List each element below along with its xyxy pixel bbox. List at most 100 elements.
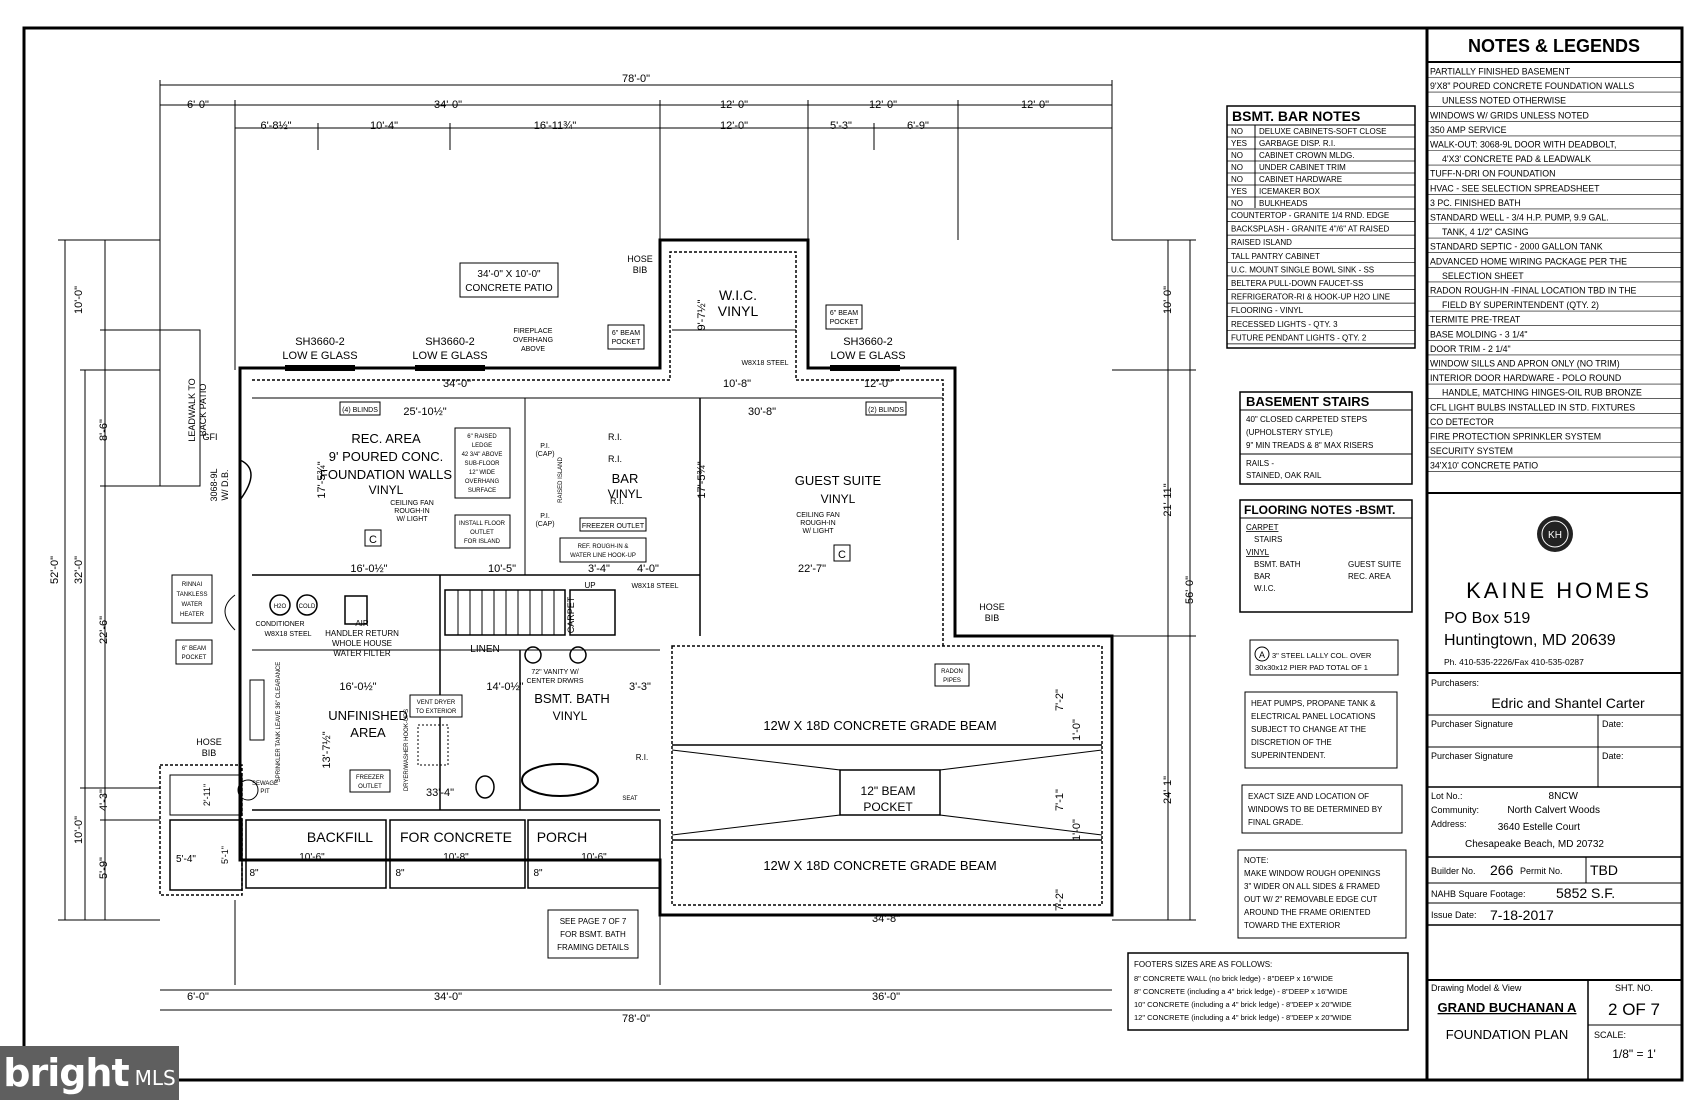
legend-item: 4'X3' CONCRETE PAD & LEADWALK xyxy=(1442,154,1591,164)
community-label: Community: xyxy=(1431,805,1479,815)
guest-suite-title: GUEST SUITE xyxy=(795,473,882,488)
unfinished-1: UNFINISHED xyxy=(328,708,407,723)
dim-int-12: 12'-0" xyxy=(864,378,892,390)
fireplace-3: ABOVE xyxy=(521,346,545,353)
rinnai-1: RINNAI xyxy=(182,582,203,588)
bar-note-item: DELUXE CABINETS-SOFT CLOSE xyxy=(1259,127,1386,136)
hose-bib-left-1: HOSE xyxy=(196,737,222,747)
bar-note-flag: YES xyxy=(1231,187,1247,196)
dim-int-17a: 17'-5¾" xyxy=(316,461,328,498)
sewage-1: SEWAGE xyxy=(252,781,278,787)
dim-int-3-4: 3'-4" xyxy=(588,563,610,575)
vent-dryer-2: TO EXTERIOR xyxy=(416,709,457,715)
legend-item: BASE MOLDING - 3 1/4" xyxy=(1430,329,1527,339)
company-address2: Huntingtown, MD 20639 xyxy=(1444,632,1616,649)
flooring-stairs: STAIRS xyxy=(1254,535,1282,544)
ledge-1: 6" RAISED xyxy=(467,434,497,440)
legend-item: HVAC - SEE SELECTION SPREADSHEET xyxy=(1430,183,1600,193)
floor-outlet-2: OUTLET xyxy=(470,530,494,536)
windows-3: FINAL GRADE. xyxy=(1248,818,1303,827)
see-page-3: FRAMING DETAILS xyxy=(557,943,629,952)
dim-int-33: 33'-4" xyxy=(426,787,454,799)
flooring-right-2: REC. AREA xyxy=(1348,572,1391,581)
grade-beam-top: 12W X 18D CONCRETE GRADE BEAM xyxy=(763,718,996,733)
fireplace-1: FIREPLACE xyxy=(514,328,553,335)
footers-note: FOOTERS SIZES ARE AS FOLLOWS: 8" CONCRET… xyxy=(1127,952,1409,1031)
notes-legends: NOTES & LEGENDS PARTIALLY FINISHED BASEM… xyxy=(1427,36,1682,494)
legend-item: 34'X10' CONCRETE PATIO xyxy=(1430,461,1538,471)
bar-note-line: BACKSPLASH - GRANITE 4"/6" AT RAISED xyxy=(1231,225,1390,234)
footers-2: 8" CONCRETE (including a 4" brick ledge)… xyxy=(1134,987,1348,996)
bar-note-line: COUNTERTOP - GRANITE 1/4 RND. EDGE xyxy=(1231,211,1389,220)
dim-left-small-1: 10'-0" xyxy=(73,286,85,314)
model-value: GRAND BUCHANAN A xyxy=(1438,1000,1578,1015)
floor-outlet-1: INSTALL FLOOR xyxy=(459,521,506,527)
legend-item: STANDARD WELL - 3/4 H.P. PUMP, 9.9 GAL. xyxy=(1430,213,1609,223)
model-label: Drawing Model & View xyxy=(1431,983,1522,993)
rough-1: NOTE: xyxy=(1244,856,1268,865)
fireplace-2: OVERHANG xyxy=(513,337,553,344)
linen-label: LINEN xyxy=(470,644,499,655)
sqft-value: 5852 S.F. xyxy=(1556,885,1615,901)
bar-vinyl: VINYL xyxy=(608,487,643,501)
bar-note-flag: YES xyxy=(1231,139,1247,148)
bright-mls-watermark: bright MLS xyxy=(0,1046,179,1100)
ref-rough-1: REF. ROUGH-IN & xyxy=(578,544,629,550)
patio-label: CONCRETE PATIO xyxy=(465,283,553,294)
seat-label: SEAT xyxy=(622,796,638,802)
sht-value: 2 OF 7 xyxy=(1608,1000,1660,1019)
dim-left-small-2: 8'-6" xyxy=(98,419,110,441)
legend-item: 9'X8" POURED CONCRETE FOUNDATION WALLS xyxy=(1430,81,1634,91)
whole-house-2: WATER FILTER xyxy=(333,649,390,658)
permit-label: Permit No. xyxy=(1520,866,1563,876)
flooring-left-2: BAR xyxy=(1254,572,1271,581)
hose-bib-right-1: HOSE xyxy=(979,602,1005,612)
footers-1: 8" CONCRETE WALL (no brick ledge) - 8"DE… xyxy=(1134,974,1333,983)
leadwalk-1: LEADWALK TO xyxy=(187,378,197,441)
hose-bib-right-2: BIB xyxy=(985,613,1000,623)
dim-top2-2: 10'-4" xyxy=(370,120,398,132)
stairs-up: UP xyxy=(584,581,595,590)
heat-3: SUBJECT TO CHANGE AT THE xyxy=(1251,725,1366,734)
dim-left-22: 22'-6" xyxy=(98,616,110,644)
legend-item: SECURITY SYSTEM xyxy=(1430,446,1513,456)
community-value: North Calvert Woods xyxy=(1507,805,1600,816)
window-left-code: SH3660-2 xyxy=(295,336,345,348)
freezer-outlet-bar: FREEZER OUTLET xyxy=(582,523,645,530)
dim-int-4: 4'-0" xyxy=(637,563,659,575)
flooring-title: FLOORING NOTES -BSMT. xyxy=(1244,503,1395,517)
watermark-suffix: MLS xyxy=(134,1066,176,1090)
rough-2: MAKE WINDOW ROUGH OPENINGS xyxy=(1244,869,1380,878)
dim-int-9-7: 9'-7½" xyxy=(696,299,708,330)
legend-item: 3 PC. FINISHED BATH xyxy=(1430,198,1521,208)
for-concrete-label: FOR CONCRETE xyxy=(400,829,512,845)
see-page-2: FOR BSMT. BATH xyxy=(560,930,626,939)
rough-4: OUT W/ 2" REMOVABLE EDGE CUT xyxy=(1244,895,1377,904)
sig-label-2: Purchaser Signature xyxy=(1431,751,1513,761)
legend-item: ADVANCED HOME WIRING PACKAGE PER THE xyxy=(1430,256,1627,266)
scale-value: 1/8" = 1' xyxy=(1612,1047,1656,1061)
dim-top2-5: 5'-3" xyxy=(830,120,852,132)
heat-4: DISCRETION OF THE xyxy=(1251,738,1332,747)
blinds-left: (4) BLINDS xyxy=(342,407,378,414)
heat-pump-note: HEAT PUMPS, PROPANE TANK & ELECTRICAL PA… xyxy=(1244,691,1398,769)
wic-label: W.I.C. xyxy=(719,287,757,303)
bar-note-flag: NO xyxy=(1231,127,1243,136)
builder-value: 266 xyxy=(1490,862,1514,878)
ri-a: R.I. xyxy=(608,432,622,442)
company-address1: PO Box 519 xyxy=(1444,610,1530,627)
dim-int-30: 30'-8" xyxy=(748,406,776,418)
porch-label: PORCH xyxy=(537,829,588,845)
air-handler-2: HANDLER RETURN xyxy=(325,629,399,638)
air-handler-1: AIR xyxy=(355,619,369,628)
stairs-title: BASEMENT STAIRS xyxy=(1246,394,1370,409)
permit-value: TBD xyxy=(1590,862,1618,878)
dryer-hookups: DRYER/WASHER HOOK-UPS xyxy=(404,709,410,791)
bar-note-item: BULKHEADS xyxy=(1259,199,1307,208)
lot-label: Lot No.: xyxy=(1431,791,1463,801)
rinnai-2: TANKLESS xyxy=(177,592,208,598)
flooring-notes: FLOORING NOTES -BSMT. CARPET STAIRS VINY… xyxy=(1239,499,1413,613)
issue-value: 7-18-2017 xyxy=(1490,907,1554,923)
company-name: KAINE HOMES xyxy=(1466,578,1652,603)
gfi-label: GFI xyxy=(203,432,218,442)
